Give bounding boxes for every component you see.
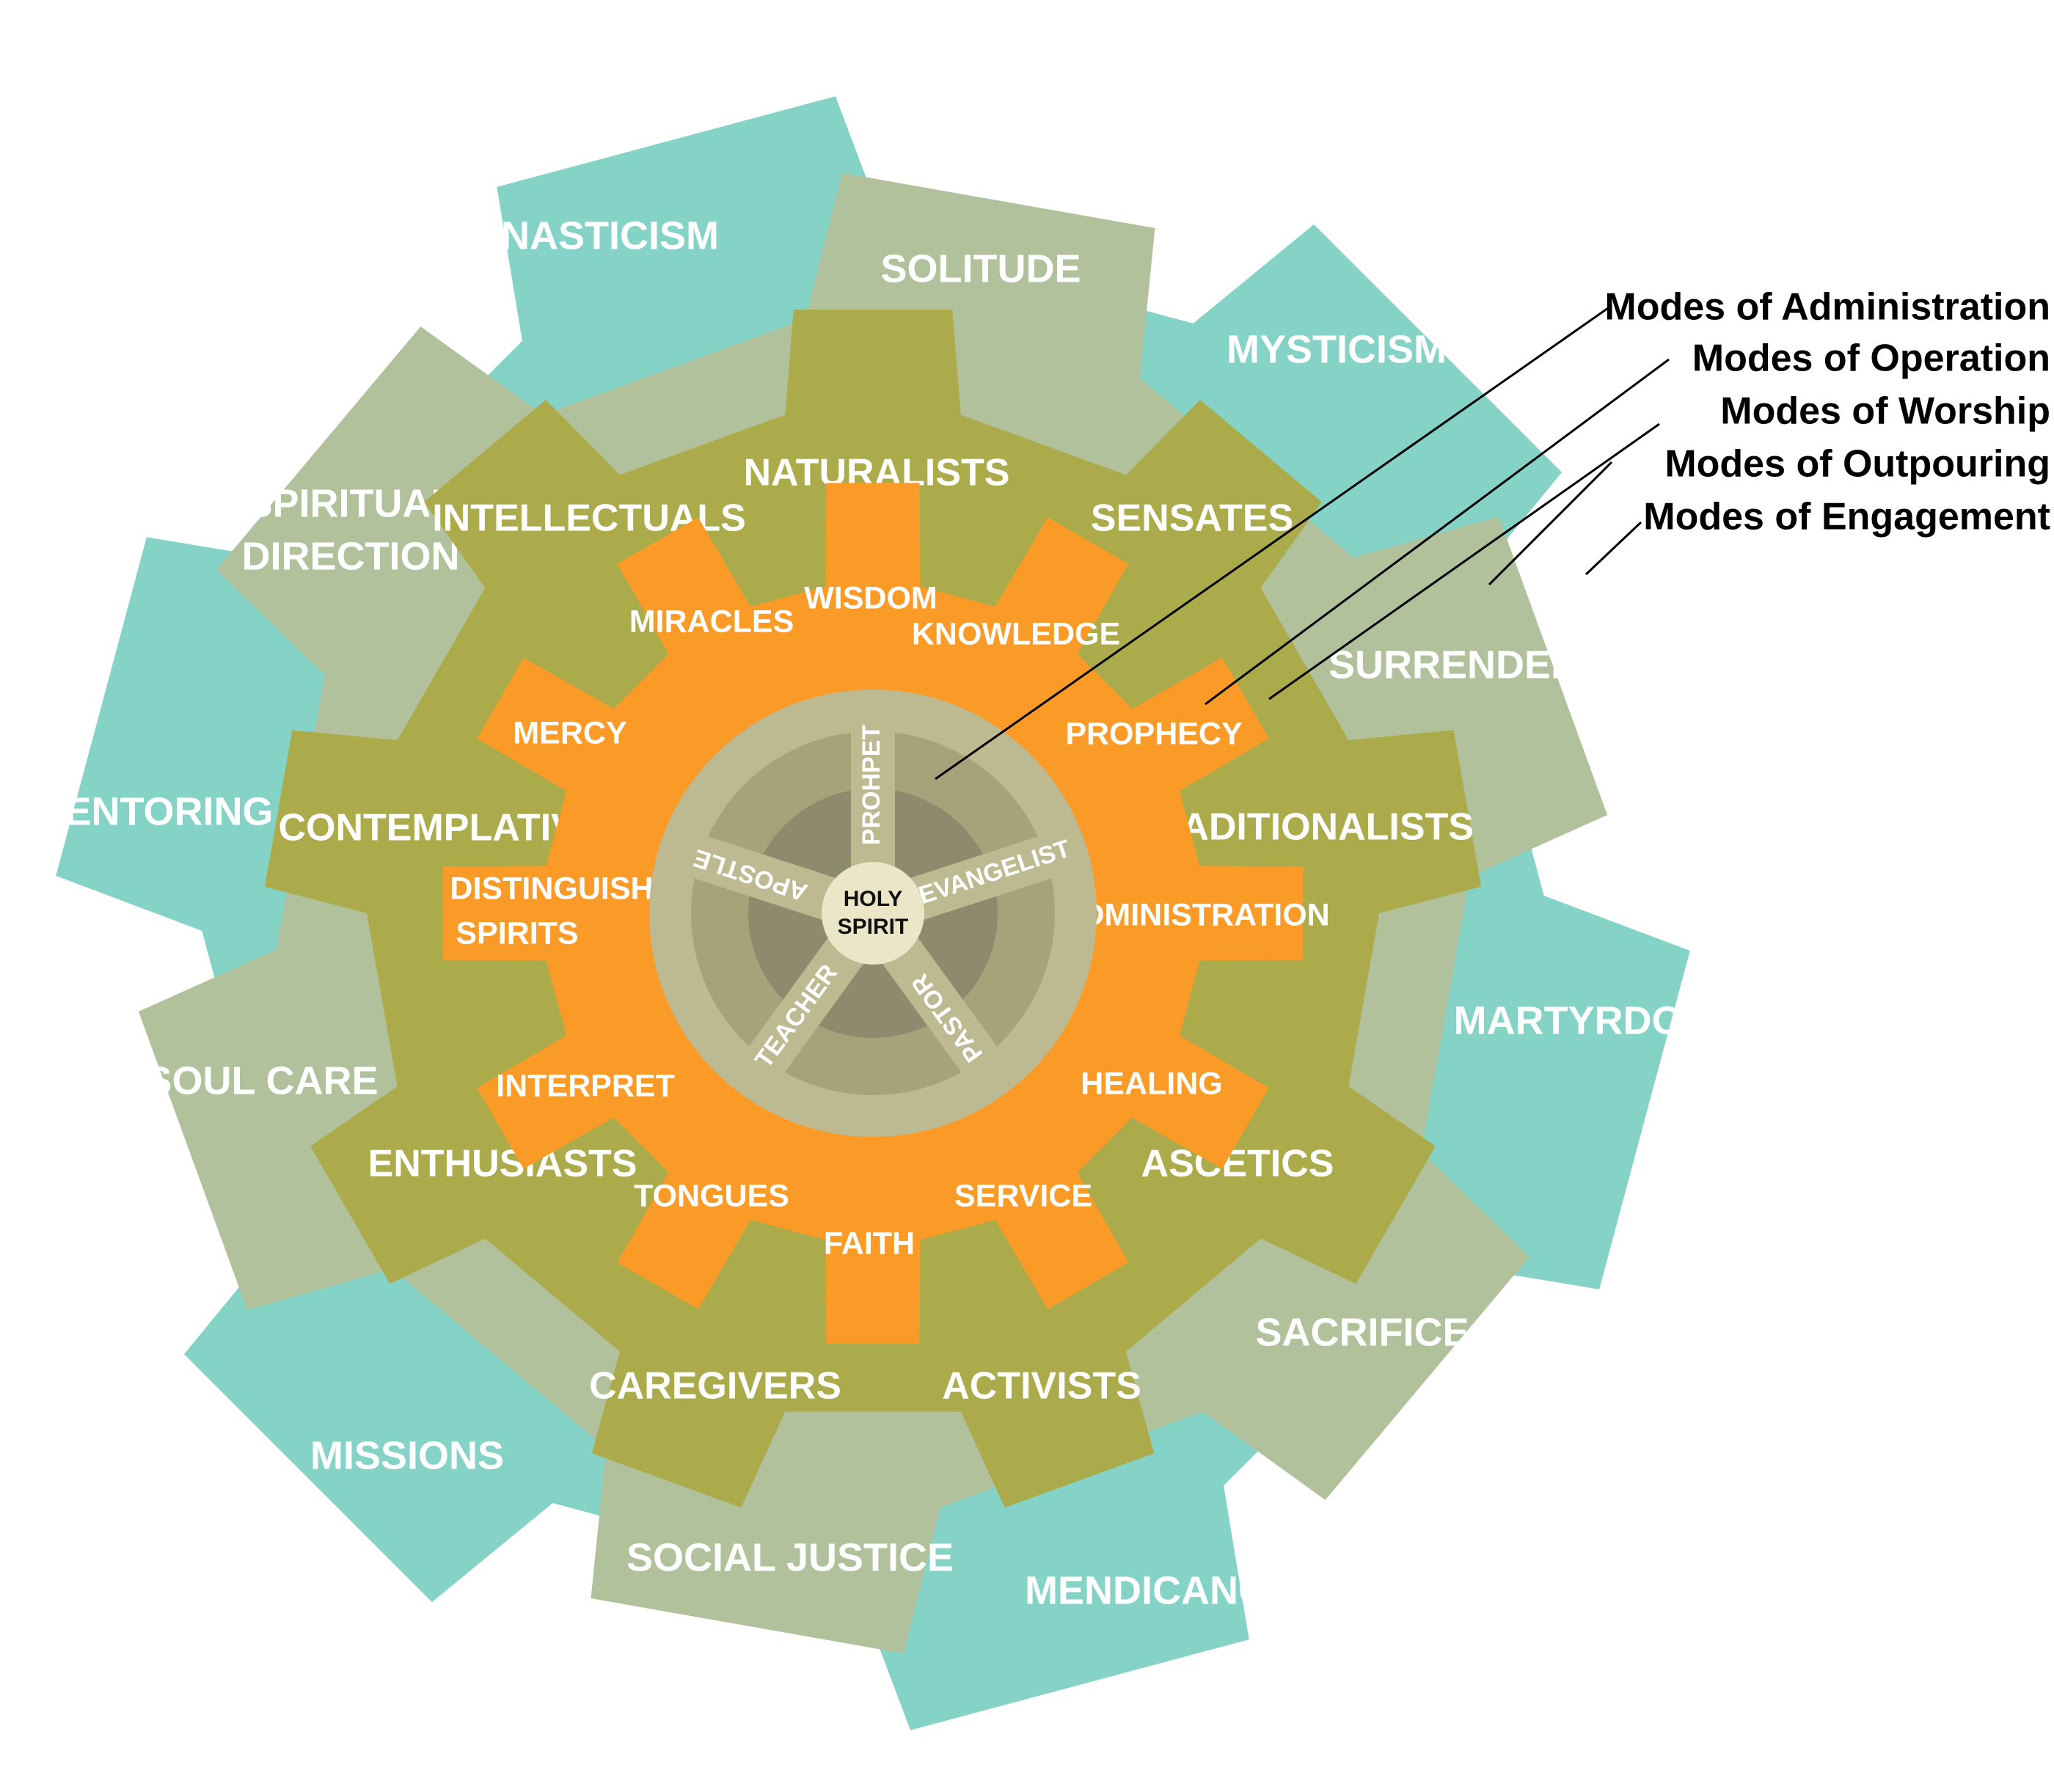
legend-item-outpouring: Modes of Outpouring — [1664, 443, 2050, 486]
outpouring-label: HEALING — [1081, 1066, 1223, 1101]
legend-item-operation: Modes of Operation — [1692, 337, 2050, 380]
legend-item-worship: Modes of Worship — [1720, 390, 2050, 433]
outpouring-label: SPIRITS — [456, 915, 578, 951]
operation-label: ACTIVISTS — [942, 1365, 1141, 1408]
legend-leader-line — [1268, 423, 1660, 701]
legend: Modes of Administration Modes of Operati… — [935, 286, 2050, 780]
legend-leader-line — [1205, 358, 1670, 706]
outpouring-label: FAITH — [824, 1226, 915, 1261]
operation-label: ASCETICS — [1141, 1143, 1334, 1185]
legend-item-engagement: Modes of Engagement — [1643, 496, 2050, 538]
outpouring-label: TONGUES — [634, 1178, 789, 1213]
engagement-label: MENTORING — [32, 789, 273, 833]
outpouring-label: SERVICE — [954, 1178, 1092, 1213]
worship-label: SOLITUDE — [880, 246, 1081, 290]
operation-label: CONTEMPLATIVE — [278, 807, 602, 849]
outpouring-label: MIRACLES — [629, 604, 794, 639]
operation-label: CAREGIVERS — [589, 1365, 841, 1408]
outpouring-label: ADMINISTRATION — [1059, 897, 1329, 932]
outpouring-label: DISTINGUISH — [450, 871, 653, 906]
legend-leader-line — [1585, 521, 1642, 576]
legend-leader-line — [935, 305, 1611, 780]
worship-label: SPIRITUAL — [246, 481, 455, 525]
engagement-label: MARTYRDOM — [1454, 998, 1716, 1042]
engagement-label: MENDICANCY — [1025, 1568, 1293, 1612]
hub-label: SPIRIT — [838, 915, 909, 939]
outpouring-label: PROPHECY — [1065, 716, 1242, 751]
hub-label: HOLY — [844, 887, 903, 911]
worship-label: SURRENDER — [1328, 643, 1579, 687]
outpouring-label: MERCY — [513, 715, 626, 750]
spoke-label: PROHPET — [858, 725, 885, 846]
outpouring-label: KNOWLEDGE — [912, 616, 1120, 651]
operation-label: ENTHUSIASTS — [368, 1143, 637, 1185]
operation-label: SENSATES — [1091, 497, 1293, 540]
legend-item-administration: Modes of Administration — [1604, 286, 2050, 329]
outpouring-label: INTERPRET — [496, 1068, 675, 1103]
outpouring-label: WISDOM — [804, 580, 938, 615]
legend-leader-line — [1488, 461, 1613, 586]
worship-label: SACRIFICE — [1255, 1310, 1469, 1354]
engagement-label: MYSTICISM — [1227, 327, 1447, 371]
worship-label: SOUL CARE — [145, 1058, 378, 1102]
worship-label: SOCIAL JUSTICE — [626, 1535, 954, 1579]
engagement-label: MISSIONS — [310, 1433, 504, 1477]
hub — [822, 862, 924, 965]
worship-label: DIRECTION — [242, 534, 460, 578]
engagement-label: MONASTICISM — [437, 213, 719, 257]
